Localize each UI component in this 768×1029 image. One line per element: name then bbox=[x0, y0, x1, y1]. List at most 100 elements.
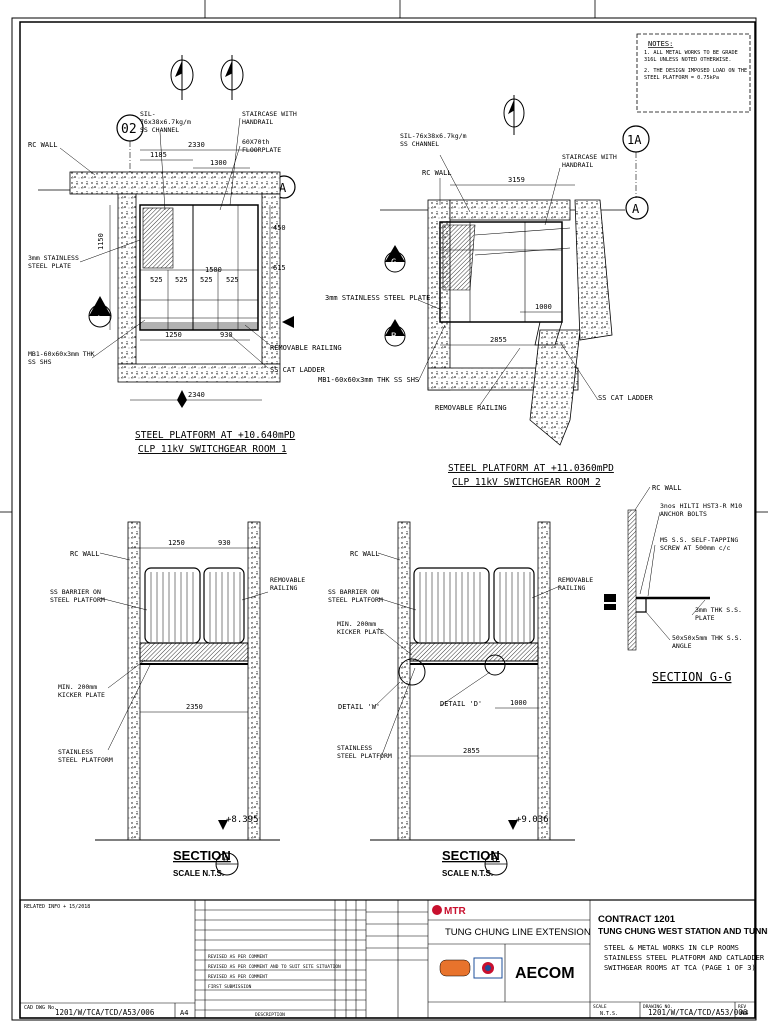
north-arrow-icon bbox=[170, 55, 244, 100]
label2-rc-wall: RC WALL bbox=[422, 169, 452, 177]
sb-level: +9.036 bbox=[516, 815, 549, 825]
dim-1000: 1000 bbox=[535, 303, 552, 311]
section-marker-b: B bbox=[384, 319, 406, 347]
dim-1150: 1150 bbox=[97, 233, 105, 250]
gg-plate: 3mm THK S.S. PLATE bbox=[695, 606, 742, 622]
tb-mtr: MTR bbox=[444, 906, 466, 917]
tb-size: A4 bbox=[740, 1009, 748, 1017]
label2-steel-plate: 3mm STAINLESS STEEL PLATE bbox=[325, 294, 430, 302]
note-1: 1. ALL METAL WORKS TO BE GRADE 316L UNLE… bbox=[644, 50, 738, 63]
gg-title: SECTION G-G bbox=[652, 670, 731, 684]
title-block: RELATED INFO + 15/2018 CAD DWG No. 1201/… bbox=[19, 899, 768, 1019]
north-arrow-icon bbox=[503, 95, 525, 135]
tb-aecom: AECOM bbox=[515, 965, 575, 982]
dim-450: 450 bbox=[273, 224, 286, 232]
svg-text:B: B bbox=[391, 332, 396, 342]
section-a: 1250 930 2350 RC WALL SS BARRIER ON STEE… bbox=[50, 521, 305, 878]
dim-525d: 525 bbox=[226, 276, 239, 284]
tb-drawing-left: 1201/W/TCA/TCD/A53/006 bbox=[55, 1008, 155, 1017]
plan1-title-2: CLP 11kV SWITCHGEAR ROOM 1 bbox=[138, 444, 287, 455]
mtr-logo-icon bbox=[432, 905, 442, 915]
sa-title: SECTION bbox=[173, 848, 231, 863]
sa-dim-930: 930 bbox=[218, 539, 231, 547]
dim-525a: 525 bbox=[150, 276, 163, 284]
dim-1185: 1185 bbox=[150, 151, 167, 159]
grid-bubble-a2 bbox=[625, 196, 649, 220]
tb-contract-name: TUNG CHUNG WEST STATION AND TUNNELS bbox=[598, 926, 768, 936]
sa-platform: STAINLESS STEEL PLATFORM bbox=[58, 748, 113, 764]
svg-text:G: G bbox=[391, 258, 396, 268]
notes-box: NOTES: 1. ALL METAL WORKS TO BE GRADE 31… bbox=[636, 33, 751, 113]
sb-marker: B bbox=[492, 855, 497, 865]
contractor-logo-1-icon bbox=[439, 959, 471, 977]
dim-3159: 3159 bbox=[508, 176, 525, 184]
rev-1: REVISED AS PER COMMENT bbox=[208, 954, 268, 960]
plan1-title-1: STEEL PLATFORM AT +10.640mPD bbox=[135, 430, 295, 441]
section-b: 1000 2855 RC WALL SS BARRIER ON STEEL PL… bbox=[328, 521, 593, 878]
rev-4: FIRST SUBMISSION bbox=[208, 984, 252, 990]
note-2: 2. THE DESIGN IMPOSED LOAD ON THE STEEL … bbox=[644, 68, 748, 81]
sb-barrier: SS BARRIER ON STEEL PLATFORM bbox=[328, 588, 383, 604]
tb-contract-label: CONTRACT 1201 bbox=[598, 914, 676, 925]
label-staircase: STAIRCASE WITH HANDRAIL bbox=[242, 110, 297, 126]
tb-desc-2: STAINLESS STEEL PLATFORM AND CATLADDER I… bbox=[604, 954, 768, 962]
label-channel: SIL-76x38x6.7kg/m SS CHANNEL bbox=[140, 110, 191, 132]
tb-desc-3: SWITHGEAR ROOMS AT TCA (PAGE 1 OF 3) bbox=[604, 964, 756, 972]
gg-screw: M5 S.S. SELF-TAPPING SCREW AT 500mm c/c bbox=[660, 536, 739, 552]
dim-1500: 1500 bbox=[205, 266, 222, 274]
notes-title: NOTES: bbox=[648, 40, 673, 48]
svg-text:A: A bbox=[632, 202, 640, 216]
tb-rev-label: REV bbox=[738, 1004, 746, 1010]
plan-room-1: 02 A 1185 2330 13 bbox=[28, 55, 342, 455]
sb-title: SECTION bbox=[442, 848, 500, 863]
sa-scale: SCALE N.T.S. bbox=[173, 869, 224, 878]
section-marker-a: A bbox=[88, 296, 294, 408]
label2-ladder: SS CAT LADDER bbox=[598, 394, 654, 402]
label-floorplate: 60X70th FLOORPLATE bbox=[242, 138, 282, 154]
dim-2855: 2855 bbox=[490, 336, 507, 344]
tb-cad-label: CAD DWG No. bbox=[24, 1005, 57, 1011]
label-ladder: SS CAT LADDER bbox=[270, 366, 326, 374]
tb-drawing-no: 1201/W/TCA/TCD/A53/006 bbox=[648, 1008, 748, 1017]
tb-dwg-label: DRAWING NO. bbox=[643, 1004, 673, 1010]
plan2-title-1: STEEL PLATFORM AT +11.0360mPD bbox=[448, 463, 614, 474]
label2-staircase: STAIRCASE WITH HANDRAIL bbox=[562, 153, 617, 169]
rev-desc-header: DESCRIPTION bbox=[255, 1012, 285, 1018]
gg-angle: 50x50x5mm THK S.S. ANGLE bbox=[672, 634, 743, 650]
sa-level: +8.395 bbox=[226, 815, 259, 825]
label2-channel: SIL-76x38x6.7kg/m SS CHANNEL bbox=[400, 132, 467, 148]
dim-1250: 1250 bbox=[165, 331, 182, 339]
sa-rc-wall: RC WALL bbox=[70, 550, 100, 558]
sb-kicker: MIN. 200mm KICKER PLATE bbox=[337, 620, 384, 636]
tb-size-left: A4 bbox=[180, 1009, 188, 1017]
sb-platform: STAINLESS STEEL PLATFORM bbox=[337, 744, 392, 760]
section-gg: RC WALL 3nos HILTI HST3-R M10 ANCHOR BOL… bbox=[604, 484, 743, 684]
sb-dim-2855: 2855 bbox=[463, 747, 480, 755]
dim-525b: 525 bbox=[175, 276, 188, 284]
dim-930: 930 bbox=[220, 331, 233, 339]
sb-detail-w: DETAIL 'W' bbox=[338, 703, 380, 711]
sa-dim-2350: 2350 bbox=[186, 703, 203, 711]
sa-marker: A bbox=[223, 855, 229, 865]
gg-bolts: 3nos HILTI HST3-R M10 ANCHOR BOLTS bbox=[660, 502, 743, 518]
rev-2: REVISED AS PER COMMENT AND TO SUIT SITE … bbox=[208, 964, 341, 970]
gg-rc-wall: RC WALL bbox=[652, 484, 682, 492]
sb-detail-d: DETAIL 'D' bbox=[440, 700, 482, 708]
grid-label-02: 02 bbox=[121, 122, 137, 137]
plan-room-2: 1A A 3159 1000 2855 G bbox=[318, 95, 654, 488]
label-steel-plate: 3mm STAINLESS STEEL PLATE bbox=[28, 254, 79, 270]
section-marker-g: G bbox=[384, 245, 406, 273]
label-shs: MB1-60x60x3mm THK SS SHS bbox=[28, 350, 95, 366]
grid-label-a: A bbox=[279, 181, 287, 195]
dim-615: 615 bbox=[273, 264, 286, 272]
dim-525c: 525 bbox=[200, 276, 213, 284]
sa-barrier: SS BARRIER ON STEEL PLATFORM bbox=[50, 588, 105, 604]
label2-shs: MB1-60x60x3mm THK SS SHS bbox=[318, 376, 419, 384]
label-rc-wall: RC WALL bbox=[28, 141, 58, 149]
tb-scale: N.T.S. bbox=[600, 1011, 618, 1017]
dim-2330: 2330 bbox=[188, 141, 205, 149]
tb-scale-label: SCALE bbox=[593, 1004, 607, 1010]
sb-rc-wall: RC WALL bbox=[350, 550, 380, 558]
